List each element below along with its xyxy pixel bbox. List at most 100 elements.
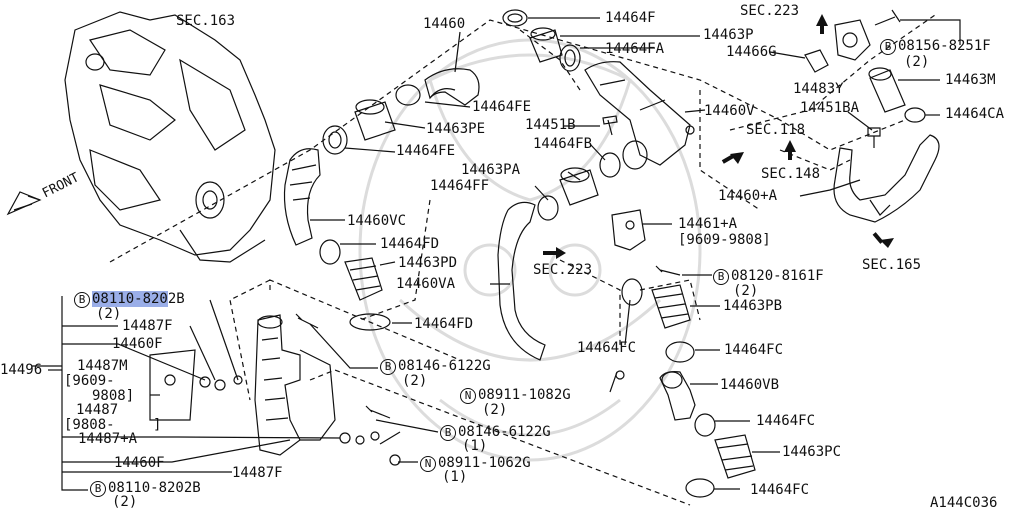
bracket-14487M — [149, 349, 196, 421]
section-arrows — [543, 14, 894, 259]
hose-14463M — [868, 67, 906, 113]
clamp-14464FF — [537, 195, 559, 221]
part-label-14487F: 14487F — [122, 318, 173, 334]
part-label-14487F-b: 14487F — [232, 465, 283, 481]
part-label-14487: 14487 — [76, 402, 119, 418]
part-label-14451B: 14451B — [525, 117, 576, 133]
pipe-14460 — [424, 68, 480, 106]
bolt-14451B — [602, 115, 618, 136]
clamp-14464FC-top — [622, 140, 648, 170]
clamp-14464FC-c — [694, 413, 716, 437]
clamp-14464FD-b — [349, 313, 391, 331]
bolt-badge-icon: B — [713, 269, 729, 285]
part-label-14461A: 14461+A — [678, 216, 738, 232]
watermark-emblem — [358, 38, 702, 462]
figure-code: A144C036 — [930, 495, 998, 511]
part-label-14487A: 14487+A — [78, 431, 138, 447]
clamp-14464FB — [599, 152, 621, 178]
clamp-14464FA — [559, 44, 581, 72]
fastener-08146-b-number: 08146-6122G — [458, 424, 551, 440]
fastener-08911-a-qty: (2) — [482, 402, 508, 418]
section-label-163: SEC.163 — [176, 13, 236, 29]
part-label-14463P: 14463P — [703, 27, 754, 43]
clamp-14464F — [502, 9, 528, 27]
fastener-08156-number: 08156-8251F — [898, 38, 991, 54]
part-label-14464FE: 14464FE — [472, 99, 532, 115]
part-label-14464F: 14464F — [605, 10, 656, 26]
part-label-14464FD: 14464FD — [380, 236, 440, 252]
part-label-14487M-range-b: 9808] — [92, 388, 135, 404]
bolts — [295, 265, 681, 419]
section-label-118: SEC.118 — [746, 122, 806, 138]
hose-14463P — [529, 27, 563, 63]
nut-badge-icon: N — [460, 388, 476, 404]
bolt-badge-icon: B — [90, 481, 106, 497]
part-label-14466G: 14466G — [726, 44, 777, 60]
part-label-14464FC-b: 14464FC — [724, 342, 784, 358]
bolt-badge-icon: B — [74, 292, 90, 308]
clamp-14464FE — [395, 84, 421, 106]
fastener-08911-a-number: 08911-1082G — [478, 387, 571, 403]
bolt-badge-icon: B — [880, 39, 896, 55]
pipe-14460VA — [497, 201, 546, 361]
part-label-14464FC-a: 14464FC — [577, 340, 637, 356]
pipe-14460VB — [659, 371, 696, 421]
bolt-14451BA — [867, 127, 881, 148]
part-label-14451BA: 14451BA — [800, 100, 860, 116]
leader-lines — [32, 17, 961, 491]
part-label-14460: 14460 — [423, 16, 466, 32]
fastener-08120-number: 08120-8161F — [731, 268, 824, 284]
fastener-08110-top-qty: (2) — [96, 306, 122, 322]
fastener-08911-b-qty: (1) — [442, 469, 468, 485]
part-label-14463M: 14463M — [945, 72, 996, 88]
intercooler-14496 — [254, 314, 336, 456]
part-label-14496: 14496 — [0, 362, 43, 378]
fastener-08120-qty: (2) — [733, 283, 759, 299]
clamp-14464FC-a — [621, 278, 643, 306]
part-label-14464FD-b: 14464FD — [414, 316, 474, 332]
fastener-08146-a-number: 08146-6122G — [398, 358, 491, 374]
part-label-14487-range: [9808- — [64, 417, 115, 433]
section-label-148: SEC.148 — [761, 166, 821, 182]
clamp-14464FD — [319, 239, 341, 265]
fastener-08110-bot-number: 08110-8202B — [108, 480, 201, 496]
fastener-08146-b-qty: (1) — [462, 438, 488, 454]
fastener-08156-qty: (2) — [904, 54, 930, 70]
part-label-14487M-range-a: [9609- — [64, 373, 115, 389]
pipe-14460V — [584, 61, 695, 166]
hose-14463PB — [651, 284, 691, 329]
part-label-14460VB: 14460VB — [720, 377, 780, 393]
part-label-14464CA: 14464CA — [945, 106, 1005, 122]
part-label-14463PE: 14463PE — [426, 121, 486, 137]
clamp-14464FE-b — [322, 125, 348, 155]
nuts — [199, 370, 625, 466]
pipe-14460VC — [283, 148, 321, 246]
pipe-14460A — [833, 134, 940, 223]
fastener-08110-bot-qty: (2) — [112, 494, 138, 510]
part-label-14464FC-d: 14464FC — [750, 482, 810, 498]
fastener-08911-b-number: 08911-1062G — [438, 455, 531, 471]
hose-14463PE — [354, 99, 396, 141]
part-label-14463PA: 14463PA — [461, 162, 521, 178]
part-label-14460F-b: 14460F — [114, 455, 165, 471]
part-label-14487-range-end: ] — [153, 417, 162, 433]
hose-14463PA — [559, 167, 599, 206]
part-label-14464FC-c: 14464FC — [756, 413, 816, 429]
part-label-14464FA: 14464FA — [605, 41, 665, 57]
bracket-14461A — [611, 209, 646, 251]
bolt-badge-icon: B — [440, 425, 456, 441]
part-label-14461A-range: [9609-9808] — [678, 232, 771, 248]
section-label-165: SEC.165 — [862, 257, 922, 273]
part-label-14460F: 14460F — [112, 336, 163, 352]
part-label-14464FB: 14464FB — [533, 136, 593, 152]
clamp-14464CA — [904, 107, 926, 123]
hose-14463PC — [714, 434, 756, 479]
